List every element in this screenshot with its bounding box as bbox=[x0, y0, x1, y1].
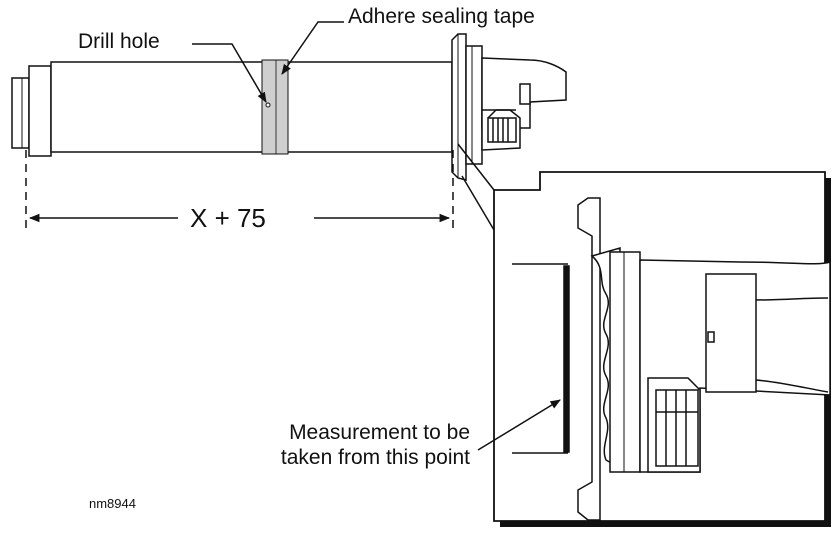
leader-lines bbox=[192, 21, 344, 103]
sealing-tape-label: Adhere sealing tape bbox=[348, 5, 535, 28]
figure-code: nm8944 bbox=[89, 496, 136, 511]
zoom-lines bbox=[457, 143, 495, 231]
flue-pipe bbox=[11, 61, 453, 157]
dimension-label: X + 75 bbox=[190, 203, 266, 233]
pipe-end-cap bbox=[11, 77, 30, 149]
drill-hole-leader bbox=[192, 43, 267, 103]
detail-inset bbox=[493, 171, 831, 527]
sealing-tape-band bbox=[261, 59, 289, 155]
sealing-tape-leader bbox=[281, 21, 344, 75]
wall-flange bbox=[451, 33, 483, 181]
drill-hole-marker bbox=[265, 102, 271, 108]
measurement-note: Measurement to be taken from this point bbox=[200, 420, 470, 470]
measurement-leader bbox=[477, 399, 561, 451]
measurement-note-line1: Measurement to be bbox=[289, 421, 470, 444]
terminal-assembly bbox=[481, 57, 567, 151]
dimension-group bbox=[25, 150, 454, 232]
measurement-note-line2: taken from this point bbox=[280, 446, 470, 469]
drill-hole-label: Drill hole bbox=[78, 30, 160, 53]
pipe-reduced-section bbox=[28, 65, 52, 157]
inset-flue-detail bbox=[512, 197, 831, 521]
pipe-main-tube bbox=[50, 61, 453, 153]
